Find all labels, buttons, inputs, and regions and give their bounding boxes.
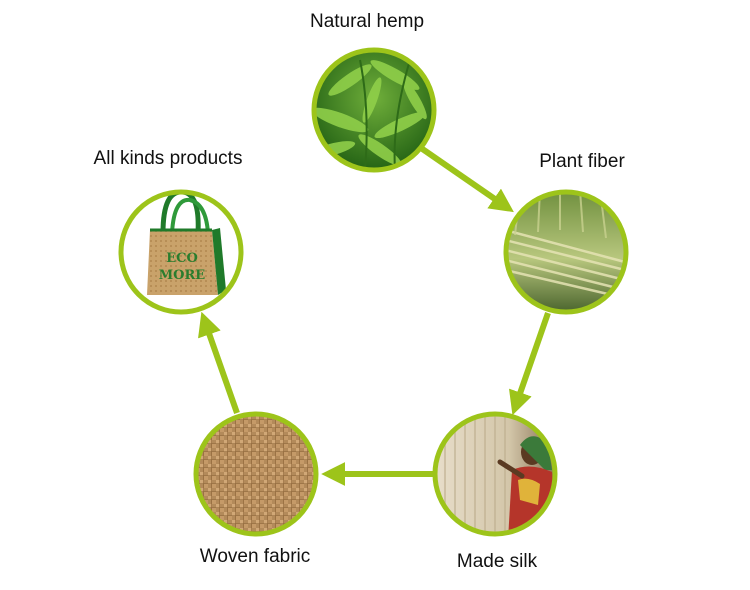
arrow-hemp-to-fiber bbox=[421, 148, 505, 206]
stage-plant-fiber: Plant fiber bbox=[500, 151, 632, 318]
hemp-leaves-photo bbox=[303, 46, 440, 176]
stage-woven-fabric: Woven fabric bbox=[190, 408, 322, 567]
arrow-fiber-to-silk bbox=[516, 313, 548, 405]
burlap-weave-photo bbox=[190, 408, 322, 540]
stage-made-silk: Made silk bbox=[430, 410, 562, 572]
stage-label: Natural hemp bbox=[310, 11, 424, 32]
stage-label: Woven fabric bbox=[200, 546, 311, 567]
stage-natural-hemp: Natural hemp bbox=[303, 11, 440, 176]
stage-label: All kinds products bbox=[94, 148, 243, 169]
stage-label: Made silk bbox=[457, 551, 538, 572]
bag-print-line-2: MORE bbox=[159, 268, 206, 283]
fiber-bundles-photo bbox=[500, 186, 632, 318]
woman-spinning-fiber-photo bbox=[430, 410, 562, 542]
stage-all-kinds-products: ECO MORE All kinds products bbox=[94, 148, 243, 312]
bag-print-line-1: ECO bbox=[166, 251, 198, 266]
stage-label: Plant fiber bbox=[539, 151, 625, 172]
arrow-fabric-to-products bbox=[205, 322, 237, 413]
